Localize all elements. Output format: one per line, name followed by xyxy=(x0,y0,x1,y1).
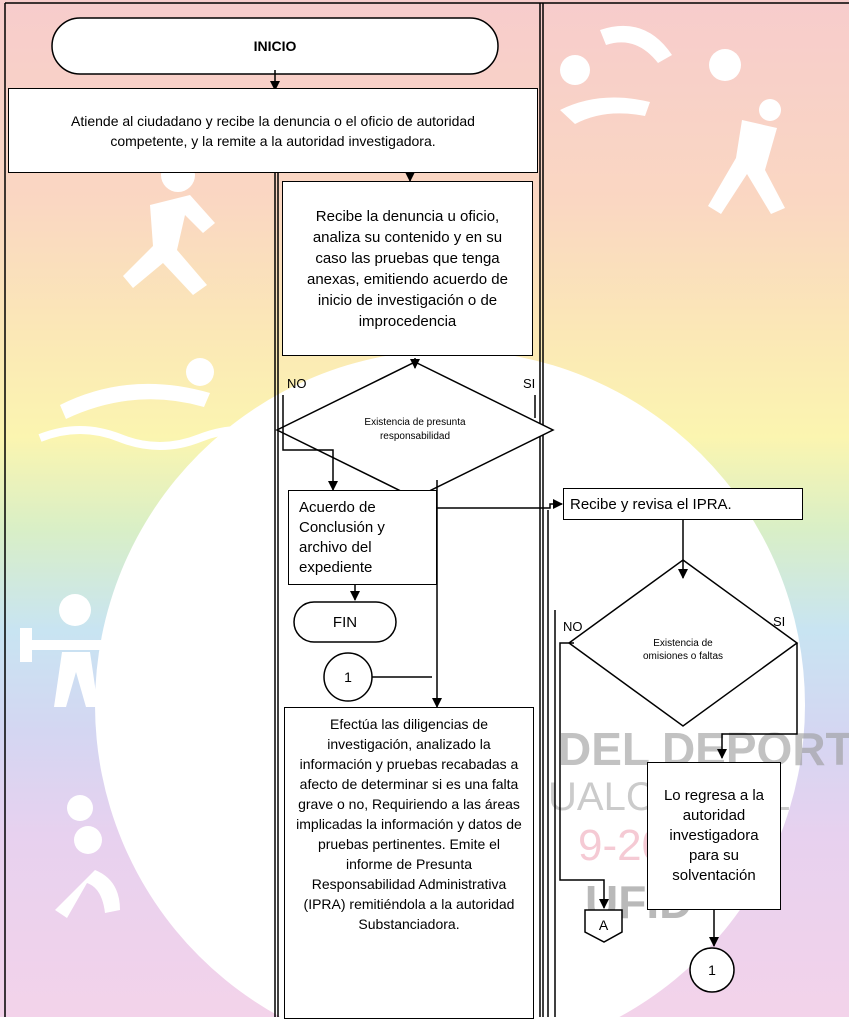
volleyball-player-icon xyxy=(55,795,120,918)
connector-1-label: 1 xyxy=(344,669,352,685)
step-investigation: Efectúa las diligencias de investigación… xyxy=(284,707,534,1019)
start-label: INICIO xyxy=(253,38,297,54)
step-analyze-complaint: Recibe la denuncia u oficio, analiza su … xyxy=(282,181,533,356)
end-terminator xyxy=(293,601,397,643)
decision-1-no-label: NO xyxy=(287,376,307,391)
swimmer-icon xyxy=(38,358,282,450)
decision-2-yes-label: SI xyxy=(773,614,786,629)
step-return-to-investigator: Lo regresa a la autoridad investigadora … xyxy=(647,762,781,910)
decision-1-label: Existencia de presunta responsabilidad xyxy=(364,417,466,442)
step-receive-complaint: Atiende al ciudadano y recibe la denunci… xyxy=(8,88,538,173)
end-label: FIN xyxy=(332,613,358,631)
arrow-decision1-no xyxy=(282,395,338,491)
decision-1-yes-label: SI xyxy=(523,376,536,391)
decision-2-label: Existencia de omisiones o faltas xyxy=(642,638,724,662)
connector-a-label: A xyxy=(598,917,609,933)
gymnast-icon xyxy=(560,25,672,124)
start-terminator xyxy=(51,17,499,75)
arrow-step3-to-review xyxy=(437,499,563,509)
connector-1b-label: 1 xyxy=(708,962,716,978)
connector-1b-circle xyxy=(689,947,735,993)
connector-a-shape xyxy=(584,909,623,943)
decision-2-diamond xyxy=(567,559,799,727)
swimlane-borders xyxy=(4,2,849,1017)
arrow-decision2-yes xyxy=(717,643,798,759)
tennis-player-icon xyxy=(708,49,785,214)
step-review-ipra: Recibe y revisa el IPRA. xyxy=(563,488,803,520)
weightlifter-icon xyxy=(20,594,136,707)
decision-2-no-label: NO xyxy=(563,619,583,634)
step-conclusion-archive: Acuerdo de Conclusión y archivo del expe… xyxy=(288,490,437,585)
arrow-decision2-no xyxy=(559,642,609,909)
